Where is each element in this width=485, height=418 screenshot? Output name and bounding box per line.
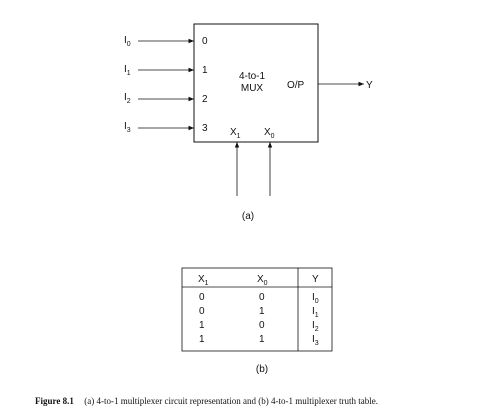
output-y-label: Y	[366, 80, 373, 91]
table-header-y: Y	[312, 274, 319, 285]
table-cell-r0-y: I0	[312, 292, 319, 305]
input-i3-label: I3	[124, 121, 131, 134]
input-i1-label: I1	[124, 64, 131, 77]
table-cell-r2-x0: 0	[259, 320, 265, 331]
table-cell-r2-x1: 1	[199, 320, 205, 331]
table-cell-r1-x1: 0	[199, 306, 205, 317]
mux-title-line1: 4-to-1	[239, 71, 266, 82]
figure-caption-label: Figure 8.1	[35, 396, 74, 406]
subfigure-a-label: (a)	[242, 211, 254, 222]
table-cell-r0-x0: 0	[259, 292, 265, 303]
table-cell-r1-y: I1	[312, 306, 319, 319]
pin-3-label: 3	[202, 123, 208, 134]
input-i2-label: I2	[124, 92, 131, 105]
mux-block	[193, 23, 319, 143]
table-header-x1: X1	[198, 274, 209, 287]
table-header-x0: X0	[257, 274, 268, 287]
pin-0-label: 0	[202, 36, 208, 47]
truth-table: X1 X0 Y 0 0 I0 0 1 I1 1 0 I2 1 1 I3	[181, 267, 333, 352]
figure-caption-text: (a) 4-to-1 multiplexer circuit represent…	[84, 396, 378, 406]
table-cell-r3-y: I3	[312, 334, 319, 347]
table-cell-r1-x0: 1	[259, 306, 265, 317]
mux-title-line2: MUX	[241, 83, 264, 94]
pin-2-label: 2	[202, 94, 208, 105]
table-cell-r0-x1: 0	[199, 292, 205, 303]
figure-caption: Figure 8.1 (a) 4-to-1 multiplexer circui…	[35, 391, 378, 408]
select-x1-label: X1	[230, 127, 241, 140]
truth-table-border	[181, 267, 333, 352]
subfigure-b-label: (b)	[256, 364, 268, 375]
pin-1-label: 1	[202, 65, 208, 76]
table-cell-r3-x0: 1	[259, 334, 265, 345]
input-i0-label: I0	[124, 35, 131, 48]
table-cell-r3-x1: 1	[199, 334, 205, 345]
table-cell-r2-y: I2	[312, 320, 319, 333]
output-pin-label: O/P	[287, 80, 305, 91]
select-x0-label: X0	[264, 127, 275, 140]
